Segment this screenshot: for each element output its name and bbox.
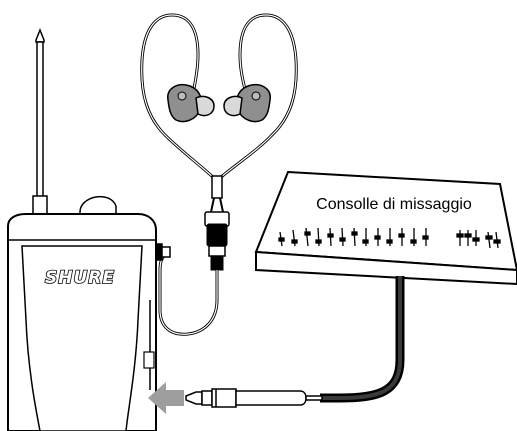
mixing-console-icon: [254, 170, 517, 286]
earphone-cable: [158, 254, 219, 336]
insert-arrow-icon: [148, 382, 184, 414]
left-earbud: [167, 84, 215, 123]
earphone-cable-splitter: [204, 175, 230, 271]
right-earbud: [223, 84, 271, 123]
audio-jack-icon: [185, 388, 323, 408]
mixing-console-label: Consolle di missaggio: [316, 196, 472, 213]
earphones-icon: [140, 13, 298, 180]
mixer-output-cable: [320, 276, 405, 403]
bodypack-brand-label: SHURE: [45, 268, 115, 288]
bodypack-receiver-icon: [7, 27, 157, 431]
